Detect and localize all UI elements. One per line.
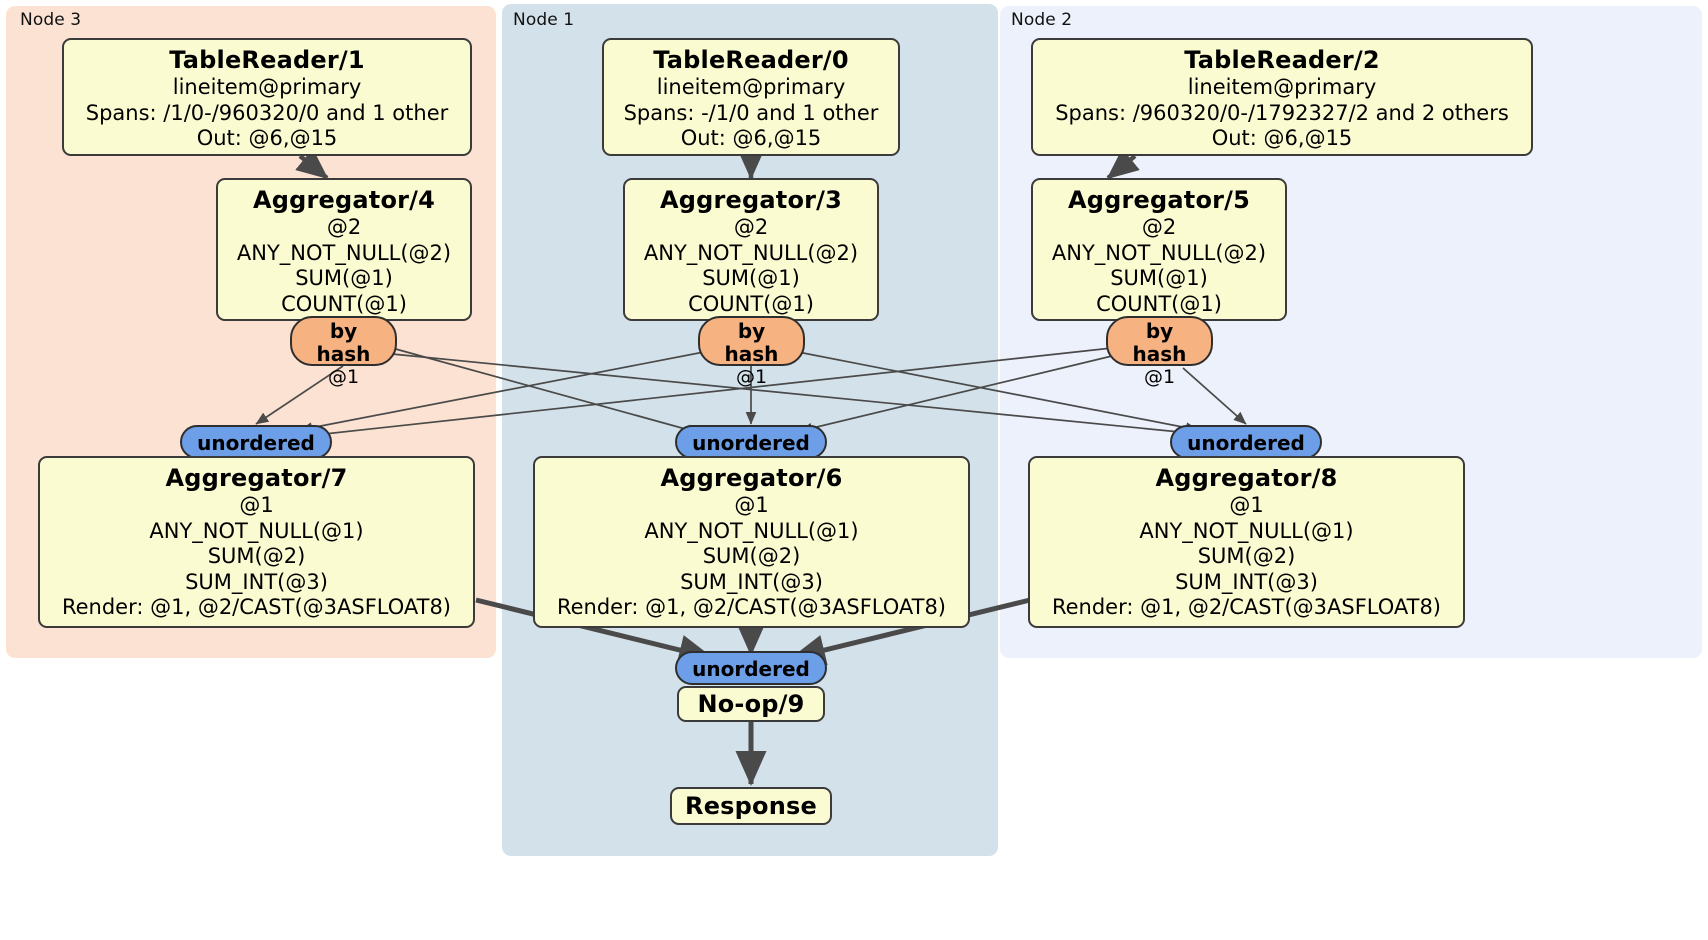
synchronizer-unordered-left[interactable]: unordered — [180, 425, 332, 459]
box-response[interactable]: Response — [670, 787, 832, 825]
synchronizer-unordered-right[interactable]: unordered — [1170, 425, 1322, 459]
box-title: Aggregator/6 — [660, 464, 843, 492]
box-title: Aggregator/7 — [165, 464, 348, 492]
box-table-reader-0[interactable]: TableReader/0 lineitem@primary Spans: -/… — [602, 38, 900, 156]
router-label: by hash — [724, 319, 779, 366]
box-line: @1 — [239, 493, 274, 517]
box-line: ANY_NOT_NULL(@1) — [1139, 518, 1354, 543]
box-line: Spans: /960320/0-/1792327/2 and 2 others — [1055, 100, 1509, 125]
box-title: No-op/9 — [697, 690, 805, 718]
node-label-node2: Node 2 — [1011, 10, 1073, 30]
box-line: COUNT(@1) — [281, 291, 407, 316]
box-line: Out: @6,@15 — [1211, 126, 1353, 150]
box-line: Spans: -/1/0 and 1 other — [623, 100, 879, 125]
synchronizer-label: unordered — [197, 431, 315, 455]
router-detail: @1 — [327, 366, 360, 388]
router-label: by hash — [1132, 319, 1187, 366]
box-aggregator-4[interactable]: Aggregator/4 @2 ANY_NOT_NULL(@2) SUM(@1)… — [216, 178, 472, 321]
box-title: TableReader/2 — [1184, 46, 1380, 74]
node-label-node1: Node 1 — [513, 10, 575, 30]
box-aggregator-6[interactable]: Aggregator/6 @1 ANY_NOT_NULL(@1) SUM(@2)… — [533, 456, 970, 628]
box-line: ANY_NOT_NULL(@2) — [1051, 240, 1267, 265]
box-line: ANY_NOT_NULL(@1) — [644, 518, 859, 543]
synchronizer-label: unordered — [1187, 431, 1305, 455]
box-line: ANY_NOT_NULL(@2) — [643, 240, 859, 265]
box-title: Aggregator/8 — [1155, 464, 1338, 492]
box-line: SUM(@2) — [207, 544, 306, 568]
box-line: lineitem@primary — [1187, 75, 1377, 99]
box-aggregator-8[interactable]: Aggregator/8 @1 ANY_NOT_NULL(@1) SUM(@2)… — [1028, 456, 1465, 628]
box-line: Out: @6,@15 — [196, 126, 338, 150]
synchronizer-unordered-final[interactable]: unordered — [675, 651, 827, 685]
box-title: TableReader/1 — [169, 46, 365, 74]
router-detail: @1 — [1143, 366, 1176, 388]
box-line: @1 — [734, 493, 769, 517]
node-label-node3: Node 3 — [20, 10, 82, 30]
box-line: SUM_INT(@3) — [185, 569, 328, 594]
box-line: Render: @1, @2/CAST(@3ASFLOAT8) — [556, 595, 947, 619]
box-line: ANY_NOT_NULL(@2) — [236, 240, 452, 265]
router-label: by hash — [316, 319, 371, 366]
box-no-op-9[interactable]: No-op/9 — [677, 686, 825, 722]
box-title: TableReader/0 — [653, 46, 849, 74]
box-aggregator-7[interactable]: Aggregator/7 @1 ANY_NOT_NULL(@1) SUM(@2)… — [38, 456, 475, 628]
box-line: SUM(@1) — [1110, 266, 1208, 290]
box-line: @2 — [326, 215, 362, 239]
box-line: Render: @1, @2/CAST(@3ASFLOAT8) — [61, 595, 452, 619]
box-line: SUM(@2) — [702, 544, 801, 568]
router-by-hash-right[interactable]: by hash @1 — [1106, 316, 1213, 388]
box-line: lineitem@primary — [656, 75, 846, 99]
box-title: Response — [685, 792, 817, 820]
box-aggregator-3[interactable]: Aggregator/3 @2 ANY_NOT_NULL(@2) SUM(@1)… — [623, 178, 879, 321]
box-line: Spans: /1/0-/960320/0 and 1 other — [85, 100, 449, 125]
box-line: @2 — [1141, 215, 1177, 239]
box-title: Aggregator/5 — [1067, 186, 1251, 214]
synchronizer-label: unordered — [692, 657, 810, 681]
box-line: lineitem@primary — [172, 75, 362, 99]
box-title: Aggregator/3 — [659, 186, 843, 214]
box-line: SUM(@1) — [702, 266, 800, 290]
router-by-hash-mid[interactable]: by hash @1 — [698, 316, 805, 388]
box-line: COUNT(@1) — [1096, 291, 1222, 316]
box-line: Out: @6,@15 — [680, 126, 822, 150]
box-aggregator-5[interactable]: Aggregator/5 @2 ANY_NOT_NULL(@2) SUM(@1)… — [1031, 178, 1287, 321]
router-detail: @1 — [735, 366, 768, 388]
box-line: COUNT(@1) — [688, 291, 814, 316]
box-line: SUM(@1) — [295, 266, 393, 290]
box-line: ANY_NOT_NULL(@1) — [149, 518, 364, 543]
synchronizer-unordered-mid[interactable]: unordered — [675, 425, 827, 459]
box-title: Aggregator/4 — [252, 186, 436, 214]
box-line: SUM_INT(@3) — [680, 569, 823, 594]
box-line: @2 — [733, 215, 769, 239]
router-by-hash-left[interactable]: by hash @1 — [290, 316, 397, 388]
synchronizer-label: unordered — [692, 431, 810, 455]
box-table-reader-2[interactable]: TableReader/2 lineitem@primary Spans: /9… — [1031, 38, 1533, 156]
box-line: @1 — [1229, 493, 1264, 517]
box-line: SUM(@2) — [1197, 544, 1296, 568]
box-line: SUM_INT(@3) — [1175, 569, 1318, 594]
box-line: Render: @1, @2/CAST(@3ASFLOAT8) — [1051, 595, 1442, 619]
box-table-reader-1[interactable]: TableReader/1 lineitem@primary Spans: /1… — [62, 38, 472, 156]
